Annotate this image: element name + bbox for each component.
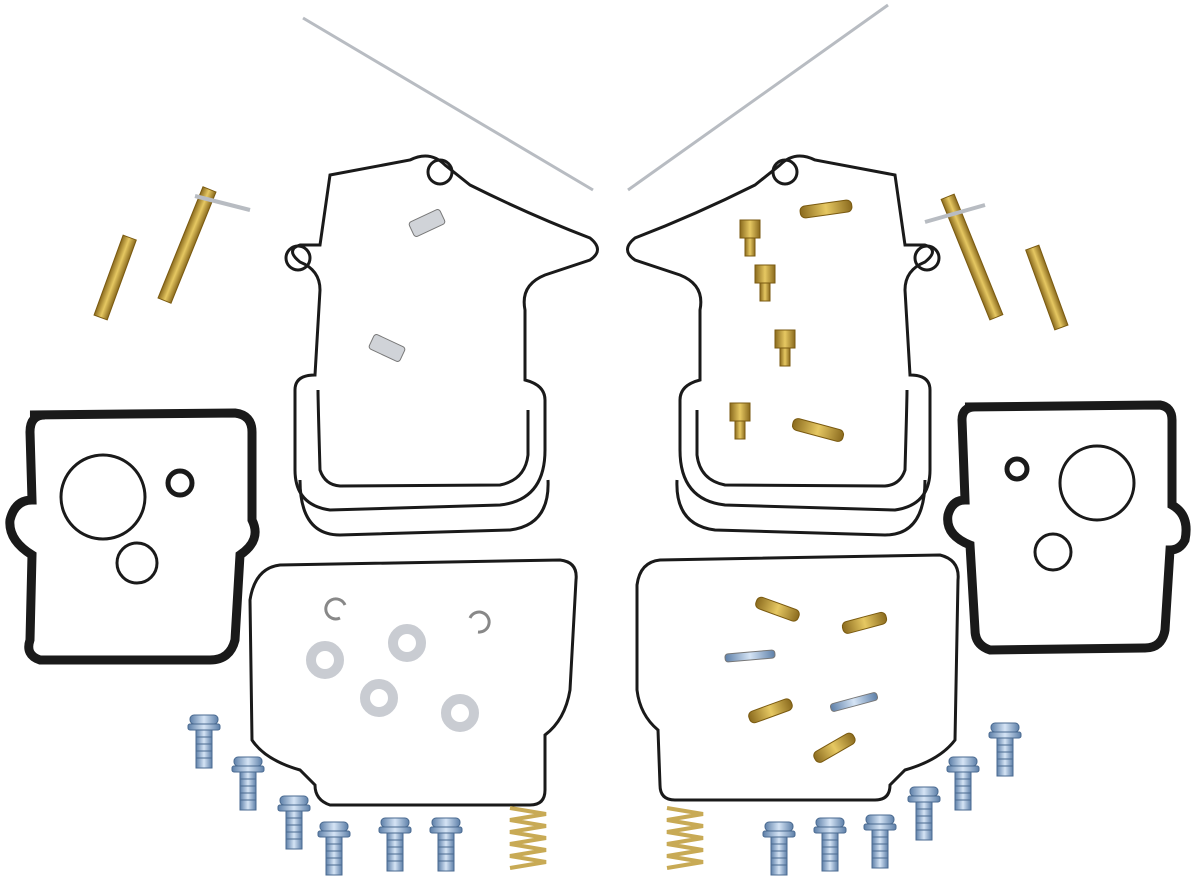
float-bowl-gasket-left <box>284 154 599 537</box>
brass-screw-left <box>93 186 251 321</box>
brass-screw-right <box>924 193 1069 331</box>
jet-needle-right <box>627 3 889 192</box>
e-clips <box>324 597 491 634</box>
jet-needle-left <box>302 16 594 192</box>
spring-right <box>665 806 705 870</box>
bowl-gasket-bottom-left <box>248 558 578 807</box>
bowl-gasket-bottom-right <box>635 553 960 802</box>
washers <box>306 624 479 732</box>
needle-valve-left <box>368 209 446 362</box>
bowl-screws <box>187 714 1022 876</box>
pilot-screws-right <box>724 596 888 763</box>
brass-jets-right <box>729 199 853 442</box>
side-gasket-left <box>5 408 260 665</box>
spring-left <box>508 806 548 870</box>
side-gasket-right <box>943 400 1191 655</box>
